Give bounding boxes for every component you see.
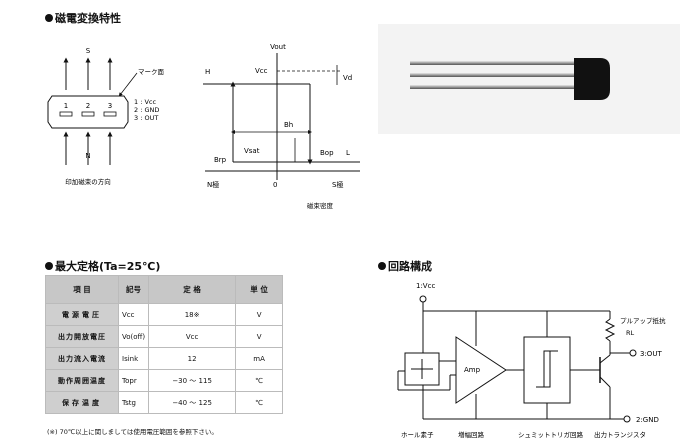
row-symbol: Isink — [117, 347, 150, 370]
table-row: 出力流入電流 Isink 12 mA — [45, 347, 284, 370]
caption-amp: 増幅回路 — [458, 430, 485, 439]
n-pole-axis-label: N極 — [207, 180, 219, 189]
row-symbol: Vcc — [117, 303, 150, 326]
row-value: −40 ～ 125 — [148, 391, 237, 414]
row-unit: ℃ — [235, 369, 284, 392]
vsat-label: Vsat — [244, 147, 260, 155]
vcc-terminal-label: 1:Vcc — [416, 282, 435, 290]
hall-element-1 — [59, 111, 73, 117]
sensor-package-image — [410, 58, 610, 100]
row-value: 18※ — [148, 303, 237, 326]
row-item: 保存温度 — [45, 391, 119, 414]
pin-2-label: 2 — [86, 102, 90, 110]
pin-1-label: 1 — [64, 102, 68, 110]
magnetic-section-title: 磁電変換特性 — [45, 10, 121, 26]
pin-legend-2: 2 : GND — [134, 106, 159, 114]
out-terminal — [629, 349, 637, 357]
row-symbol: Vo(off) — [117, 325, 150, 348]
hall-element-2 — [81, 111, 95, 117]
s-pole-label: S — [86, 47, 91, 55]
transfer-chart: Vout Vcc Vd H Bh Vsat Brp Bop L N極 0 S極 … — [203, 43, 360, 210]
table-row: 保存温度 Tstg −40 ～ 125 ℃ — [45, 391, 284, 414]
vout-label: Vout — [270, 43, 286, 51]
caption-hall: ホール素子 — [401, 430, 434, 439]
gnd-terminal-label: 2:GND — [636, 416, 659, 424]
pullup-resistor — [604, 318, 616, 342]
table-row: 電源電圧 Vcc 18※ V — [45, 303, 284, 326]
bop-label: Bop — [320, 149, 334, 157]
table-header-row: 項 目 記号 定 格 単 位 — [45, 275, 284, 304]
row-item: 電源電圧 — [45, 303, 119, 326]
bullet-icon — [378, 262, 386, 270]
n-pole-label: N — [85, 152, 90, 160]
transistor-collector — [599, 354, 611, 364]
schmitt-block — [523, 336, 571, 404]
table-row: 動作周囲温度 Topr −30 ～ 115 ℃ — [45, 369, 284, 392]
header-unit: 単 位 — [235, 275, 284, 304]
hall-element-3 — [103, 111, 117, 117]
upper-arrows — [63, 57, 113, 90]
amp-triangle — [455, 336, 507, 404]
zero-label: 0 — [273, 181, 277, 189]
field-direction-caption: 印加磁束の方向 — [65, 177, 111, 186]
bullet-icon — [45, 262, 53, 270]
gnd-terminal — [623, 415, 631, 423]
ratings-footnote: (※) 70℃以上に関しましては使用電圧範囲を参照下さい。 — [47, 428, 218, 436]
pin-legend-3: 3 : OUT — [134, 114, 158, 122]
ratings-section-title: 最大定格(Ta=25℃) — [45, 258, 160, 274]
header-item: 項 目 — [45, 275, 119, 304]
ratings-table: 項 目 記号 定 格 単 位 電源電圧 Vcc 18※ V 出力開放電圧 Vo(… — [45, 275, 284, 414]
row-value: −30 ～ 115 — [148, 369, 237, 392]
header-symbol: 記号 — [117, 275, 150, 304]
hysteresis-icon — [536, 350, 558, 388]
lower-arrows — [63, 131, 113, 165]
mark-face-label: マーク面 — [138, 68, 165, 76]
vd-label: Vd — [343, 74, 352, 82]
caption-schmitt: シュミットトリガ回路 — [518, 430, 584, 439]
pin-diagram: S マーク面 1 2 3 1 : Vcc 2 : GND 3 : OUT N 印… — [47, 47, 165, 186]
h-label: H — [205, 68, 210, 76]
x-axis-caption: 磁束密度 — [307, 201, 334, 210]
row-value: Vcc — [148, 325, 237, 348]
l-label: L — [346, 149, 350, 157]
transistor-emitter — [599, 376, 611, 388]
brp-label: Brp — [214, 156, 227, 164]
pin-legend-1: 1 : Vcc — [134, 98, 156, 106]
rl-label: RL — [626, 329, 635, 337]
pin-3-label: 3 — [108, 102, 112, 110]
row-value: 12 — [148, 347, 237, 370]
vcc-terminal — [419, 295, 427, 303]
product-photo — [378, 24, 680, 134]
circuit-section-title: 回路構成 — [378, 258, 432, 274]
out-terminal-label: 3:OUT — [640, 350, 662, 358]
row-unit: mA — [235, 347, 284, 370]
bh-label: Bh — [284, 121, 293, 129]
mark-leader-line — [118, 72, 138, 97]
amp-label: Amp — [464, 366, 481, 374]
row-unit: ℃ — [235, 391, 284, 414]
table-row: 出力開放電圧 Vo(off) Vcc V — [45, 325, 284, 348]
row-symbol: Topr — [117, 369, 150, 392]
circuit-diagram: 1:Vcc Amp プルアップ抵抗 RL 3:OUT 2:GND ホール素子 増… — [397, 282, 666, 439]
row-unit: V — [235, 325, 284, 348]
row-item: 出力流入電流 — [45, 347, 119, 370]
row-item: 動作周囲温度 — [45, 369, 119, 392]
row-item: 出力開放電圧 — [45, 325, 119, 348]
s-pole-axis-label: S極 — [332, 180, 343, 189]
caption-transistor: 出力トランジスタ — [594, 430, 646, 439]
header-rating: 定 格 — [148, 275, 237, 304]
row-symbol: Tstg — [117, 391, 150, 414]
row-unit: V — [235, 303, 284, 326]
bullet-icon — [45, 14, 53, 22]
vcc-label: Vcc — [255, 67, 268, 75]
pullup-label: プルアップ抵抗 — [620, 316, 666, 325]
